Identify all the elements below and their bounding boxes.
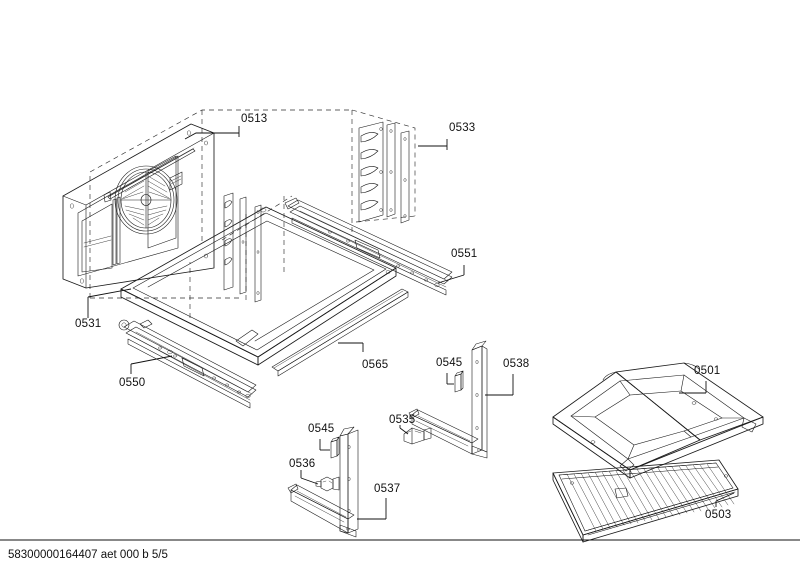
- leader-0513: [184, 126, 240, 140]
- part-label-0536: 0536: [289, 458, 315, 470]
- leader-0537: [357, 498, 387, 520]
- part-0550-slide-rail-left: [118, 319, 257, 409]
- part-label-0501: 0501: [694, 365, 720, 377]
- part-label-0531: 0531: [75, 318, 101, 330]
- part-0545-spacer-right: [454, 370, 464, 393]
- part-label-0503: 0503: [705, 509, 731, 521]
- part-0565-trim-strip: [271, 288, 409, 377]
- footer-document-code: 58300000164407 aet 000 b 5/5: [8, 549, 168, 561]
- leader-0545-right: [446, 373, 454, 385]
- leader-0536: [300, 470, 319, 485]
- part-0536-fixing-screw: [315, 476, 340, 492]
- part-label-0537: 0537: [374, 483, 400, 495]
- part-0513-rear-panel: [62, 123, 215, 289]
- part-0538-bracket-right: [408, 340, 488, 459]
- leader-0531: [87, 288, 132, 318]
- part-0545-spacer-left: [330, 436, 340, 459]
- leader-0551: [437, 265, 465, 284]
- part-0533-rack-rails: [358, 121, 410, 224]
- leader-0503: [715, 492, 735, 507]
- part-label-0545-left: 0545: [308, 423, 334, 435]
- part-0531-cavity-base: [120, 206, 397, 366]
- part-label-0533: 0533: [449, 122, 475, 134]
- part-0551-slide-rail-right: [284, 197, 453, 296]
- part-0537-bracket-left: [287, 426, 359, 538]
- leader-0545-left: [319, 439, 330, 451]
- leader-0538: [485, 374, 514, 396]
- leader-0501: [679, 381, 707, 394]
- leader-0535: [399, 425, 409, 435]
- part-label-0535: 0535: [389, 414, 415, 426]
- fan-cover: [114, 165, 178, 235]
- leader-0550: [130, 355, 173, 374]
- part-0503-wire-grill-rack: [552, 459, 739, 543]
- part-label-0551: 0551: [451, 248, 477, 260]
- part-label-0538: 0538: [503, 358, 529, 370]
- part-0535-connector-clip: [403, 427, 432, 445]
- part-label-0550: 0550: [119, 377, 145, 389]
- part-label-0565: 0565: [362, 359, 388, 371]
- part-label-0545-right: 0545: [436, 357, 462, 369]
- part-label-0513: 0513: [241, 113, 267, 125]
- part-0501-baking-tray: [552, 362, 764, 479]
- leader-0565: [338, 342, 364, 352]
- leader-0533: [418, 139, 448, 150]
- inner-rack-guides: [223, 192, 262, 303]
